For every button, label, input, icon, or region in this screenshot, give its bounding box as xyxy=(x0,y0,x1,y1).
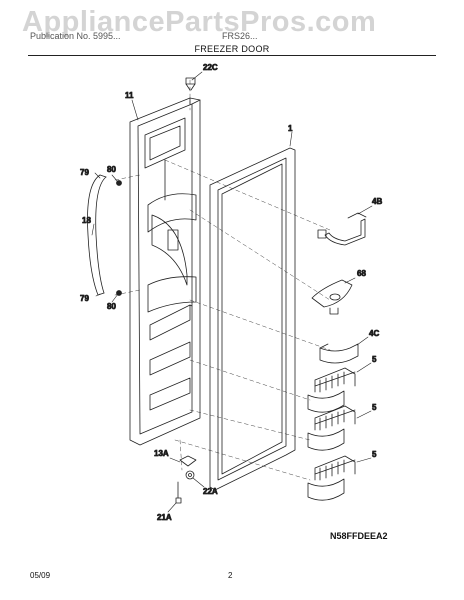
callout-1: 1 xyxy=(288,124,293,133)
door-gasket xyxy=(209,147,296,491)
model-number: FRS26... xyxy=(222,31,258,41)
handle-screws xyxy=(116,180,122,296)
door-bin-4c xyxy=(319,343,359,364)
door-outer-panel xyxy=(129,97,201,446)
leader-lines xyxy=(91,71,373,513)
header-divider xyxy=(28,55,436,56)
callout-80-bottom: 80 xyxy=(107,302,116,311)
door-bin-4b xyxy=(317,212,367,246)
callout-5-middle: 5 xyxy=(372,403,377,412)
callout-80-top: 80 xyxy=(107,165,116,174)
publication-number: Publication No. 5995... xyxy=(30,31,121,41)
callout-4b: 4B xyxy=(372,197,382,206)
footer-date: 05/09 xyxy=(30,571,51,580)
callout-21a: 21A xyxy=(157,513,172,522)
diagram-code: N58FFDEEA2 xyxy=(330,531,388,541)
watermark-logo: AppliancePartsPros.com xyxy=(22,6,377,38)
callout-68: 68 xyxy=(357,269,366,278)
door-handle xyxy=(87,174,107,296)
callout-22a: 22A xyxy=(203,487,218,496)
section-title: FREEZER DOOR xyxy=(194,44,270,54)
callout-11: 11 xyxy=(125,91,134,100)
wire-basket-bin-top xyxy=(307,367,356,413)
callout-79-top: 79 xyxy=(80,168,89,177)
bottom-hinge xyxy=(175,455,197,504)
callout-5-top: 5 xyxy=(372,355,377,364)
cup-holder-68 xyxy=(311,279,353,315)
wire-basket-bin-middle xyxy=(307,405,356,451)
callout-13a: 13A xyxy=(154,449,169,458)
top-hinge-bushing xyxy=(185,77,196,91)
callout-18: 18 xyxy=(82,216,91,225)
footer-page-number: 2 xyxy=(228,571,233,580)
wire-basket-bin-bottom xyxy=(307,455,356,501)
assembly-guide-lines xyxy=(114,79,331,481)
callout-4c: 4C xyxy=(369,329,379,338)
callout-22c: 22C xyxy=(203,63,218,72)
callout-5-bottom: 5 xyxy=(372,450,377,459)
callout-79-bottom: 79 xyxy=(80,294,89,303)
